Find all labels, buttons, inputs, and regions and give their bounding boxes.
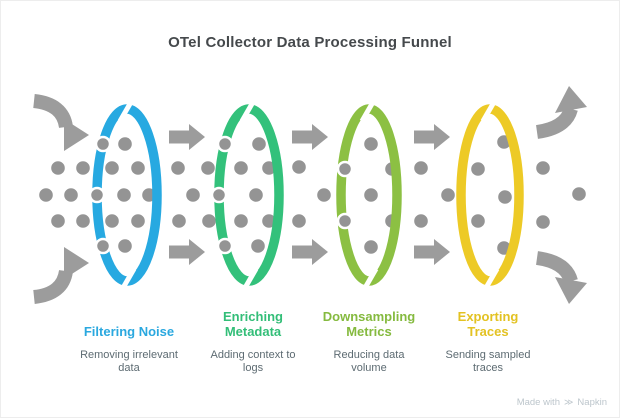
data-dot bbox=[292, 214, 306, 228]
enriching-metadata-ring bbox=[214, 104, 284, 286]
data-dot bbox=[131, 161, 145, 175]
data-dot bbox=[201, 161, 215, 175]
diagram-title: OTel Collector Data Processing Funnel bbox=[168, 34, 452, 51]
flow-arrow-icon bbox=[414, 245, 435, 259]
ring-edge-dot bbox=[336, 212, 354, 230]
ring-edge-dot bbox=[216, 135, 234, 153]
inlet-arrow-top-head-icon bbox=[64, 119, 89, 151]
data-dot bbox=[105, 214, 119, 228]
flow-arrow-head-icon bbox=[434, 239, 450, 265]
ring-edge-dot bbox=[88, 186, 106, 204]
data-dot bbox=[498, 190, 512, 204]
flow-arrow-icon bbox=[169, 130, 190, 144]
flow-arrow-head-icon bbox=[189, 239, 205, 265]
ring-edge-dot bbox=[94, 135, 112, 153]
data-dot bbox=[64, 188, 78, 202]
flow-arrow-icon bbox=[414, 130, 435, 144]
filtering-noise-ring-gap bbox=[117, 95, 137, 123]
inlet-arrow-bottom bbox=[32, 269, 73, 304]
stage-title: Filtering Noise bbox=[83, 324, 175, 339]
data-dot bbox=[51, 214, 65, 228]
data-dot bbox=[202, 214, 216, 228]
data-dot bbox=[171, 161, 185, 175]
data-dot bbox=[249, 188, 263, 202]
watermark-brand: Napkin bbox=[577, 397, 607, 408]
enriching-metadata-ring-gap bbox=[239, 95, 259, 123]
data-dot bbox=[51, 161, 65, 175]
ring-edge-dot bbox=[210, 186, 228, 204]
data-dot bbox=[105, 161, 119, 175]
stage-description: Adding context to logs bbox=[210, 349, 296, 374]
flow-arrow-icon bbox=[292, 130, 313, 144]
data-dot bbox=[572, 187, 586, 201]
watermark-made-with: Made with bbox=[516, 397, 560, 408]
stage-title: Downsampling Metrics bbox=[322, 309, 416, 339]
data-dot bbox=[364, 137, 378, 151]
flow-arrow-head-icon bbox=[434, 124, 450, 150]
ring-edge-dot bbox=[94, 237, 112, 255]
data-dot bbox=[76, 161, 90, 175]
stage-description: Reducing data volume bbox=[333, 349, 405, 374]
data-dot bbox=[471, 214, 485, 228]
flow-arrow-icon bbox=[292, 245, 313, 259]
data-dot bbox=[172, 214, 186, 228]
flow-arrow-head-icon bbox=[189, 124, 205, 150]
data-dot bbox=[251, 239, 265, 253]
data-dot bbox=[131, 214, 145, 228]
downsampling-metrics-ring-gap bbox=[359, 95, 379, 123]
data-dot bbox=[471, 162, 485, 176]
exporting-traces-ring-gap bbox=[480, 267, 500, 295]
data-dot bbox=[364, 188, 378, 202]
filtering-noise-ring-gap bbox=[117, 267, 137, 295]
data-dot bbox=[117, 188, 131, 202]
data-dot bbox=[414, 214, 428, 228]
data-dot bbox=[292, 160, 306, 174]
data-dot bbox=[76, 214, 90, 228]
exporting-traces-ring-gap bbox=[480, 95, 500, 123]
flow-arrow-head-icon bbox=[312, 239, 328, 265]
flow-arrow-icon bbox=[169, 245, 190, 259]
data-dot bbox=[262, 214, 276, 228]
stage-title: Exporting Traces bbox=[457, 309, 519, 339]
data-dot bbox=[441, 188, 455, 202]
stage-column-enriching-metadata: Enriching Metadata Adding context to log… bbox=[188, 303, 318, 375]
downsampling-metrics-ring-gap bbox=[359, 267, 379, 295]
data-dot bbox=[252, 137, 266, 151]
data-dot bbox=[118, 137, 132, 151]
watermark: Made with ≫ Napkin bbox=[517, 397, 607, 408]
data-dot bbox=[317, 188, 331, 202]
stage-column-exporting-traces: Exporting Traces Sending sampled traces bbox=[423, 303, 553, 375]
inlet-arrow-bottom-head-icon bbox=[64, 247, 89, 279]
data-dot bbox=[234, 161, 248, 175]
stage-title: Enriching Metadata bbox=[223, 309, 283, 339]
inlet-arrow-top bbox=[32, 94, 73, 129]
data-dot bbox=[536, 215, 550, 229]
data-dot bbox=[536, 161, 550, 175]
outlet-arrow-bottom-head-icon bbox=[555, 277, 587, 304]
flow-arrow-head-icon bbox=[312, 124, 328, 150]
outlet-arrow-top bbox=[535, 106, 578, 139]
data-dot bbox=[364, 240, 378, 254]
stage-description: Sending sampled traces bbox=[445, 349, 531, 374]
ring-edge-dot bbox=[216, 237, 234, 255]
outlet-arrow-bottom bbox=[535, 251, 578, 284]
stage-column-downsampling-metrics: Downsampling Metrics Reducing data volum… bbox=[304, 303, 434, 375]
data-dot bbox=[186, 188, 200, 202]
data-dot bbox=[39, 188, 53, 202]
data-dot bbox=[234, 214, 248, 228]
data-dot bbox=[414, 161, 428, 175]
ring-edge-dot bbox=[336, 160, 354, 178]
stage-column-filtering-noise: Filtering Noise Removing irrelevant data bbox=[64, 303, 194, 375]
enriching-metadata-ring-gap bbox=[239, 267, 259, 295]
outlet-arrow-top-head-icon bbox=[555, 86, 587, 113]
data-dot bbox=[118, 239, 132, 253]
napkin-logo-icon: ≫ bbox=[564, 397, 574, 407]
stage-description: Removing irrelevant data bbox=[80, 349, 178, 374]
